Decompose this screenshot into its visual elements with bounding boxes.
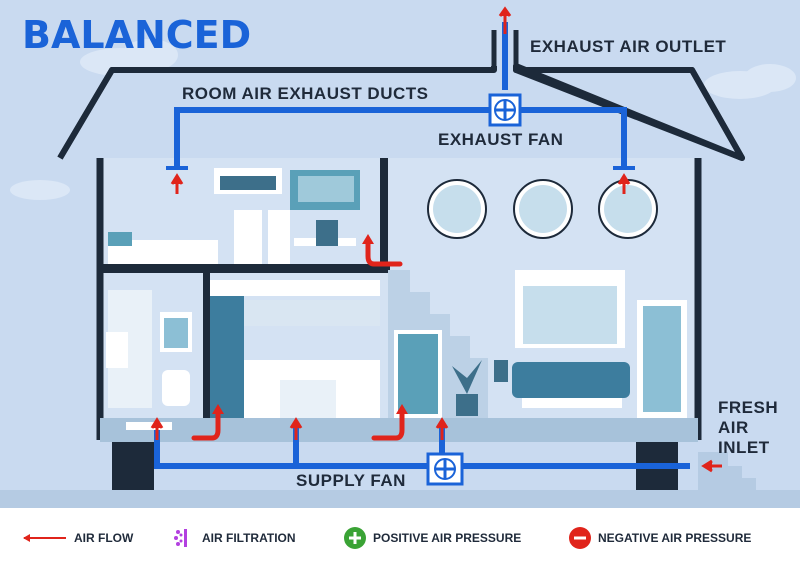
living-room-furniture bbox=[394, 270, 687, 418]
clouds bbox=[10, 39, 796, 200]
legend-air-filtration-label: AIR FILTRATION bbox=[202, 531, 296, 545]
label-exhaust-ducts: ROOM AIR EXHAUST DUCTS bbox=[182, 84, 429, 103]
airflow-arrows bbox=[150, 6, 722, 473]
kitchen-furniture bbox=[210, 280, 380, 418]
legend-air-filtration: AIR FILTRATION bbox=[174, 529, 296, 547]
label-fresh-air-line3: INLET bbox=[718, 438, 770, 457]
upper-room-furniture bbox=[108, 168, 360, 264]
upper-divider-wall bbox=[380, 158, 388, 273]
house-walls bbox=[96, 158, 702, 440]
bath-divider-wall bbox=[203, 273, 210, 418]
label-supply-fan: SUPPLY FAN bbox=[296, 471, 406, 490]
curved-arrow-heads bbox=[212, 234, 408, 414]
ground bbox=[0, 490, 800, 508]
label-exhaust-outlet: EXHAUST AIR OUTLET bbox=[530, 37, 726, 56]
legend-air-flow-label: AIR FLOW bbox=[74, 531, 134, 545]
exhaust-grille-left bbox=[166, 166, 188, 170]
legend-positive-pressure: POSITIVE AIR PRESSURE bbox=[344, 527, 521, 549]
exhaust-grille-right bbox=[613, 166, 635, 170]
bathroom-furniture bbox=[106, 290, 192, 408]
roof-line bbox=[57, 63, 745, 161]
round-window-glass bbox=[433, 185, 652, 233]
supply-fan-icon bbox=[426, 452, 464, 486]
label-exhaust-fan: EXHAUST FAN bbox=[438, 130, 563, 149]
chimney-walls bbox=[491, 30, 519, 68]
legend: AIR FLOW AIR FILTRATION POSITIVE AIR PRE… bbox=[23, 527, 751, 549]
minus-icon bbox=[569, 527, 591, 549]
plus-icon bbox=[344, 527, 366, 549]
curved-airflow-arrows bbox=[191, 239, 405, 441]
legend-air-flow: AIR FLOW bbox=[23, 531, 134, 545]
diagram-title: BALANCED bbox=[22, 13, 251, 57]
pillar-left bbox=[112, 442, 154, 490]
legend-negative-pressure: NEGATIVE AIR PRESSURE bbox=[569, 527, 751, 549]
exhaust-fan-icon bbox=[488, 93, 522, 127]
legend-background bbox=[0, 508, 800, 571]
entry-steps bbox=[698, 452, 756, 490]
legend-negative-pressure-label: NEGATIVE AIR PRESSURE bbox=[598, 531, 751, 545]
mezzanine-floor bbox=[100, 264, 390, 273]
label-fresh-air-line1: FRESH bbox=[718, 398, 778, 417]
supply-vent-bath bbox=[126, 422, 172, 430]
legend-positive-pressure-label: POSITIVE AIR PRESSURE bbox=[373, 531, 521, 545]
label-fresh-air-line2: AIR bbox=[718, 418, 749, 437]
filtration-icon bbox=[174, 529, 187, 547]
